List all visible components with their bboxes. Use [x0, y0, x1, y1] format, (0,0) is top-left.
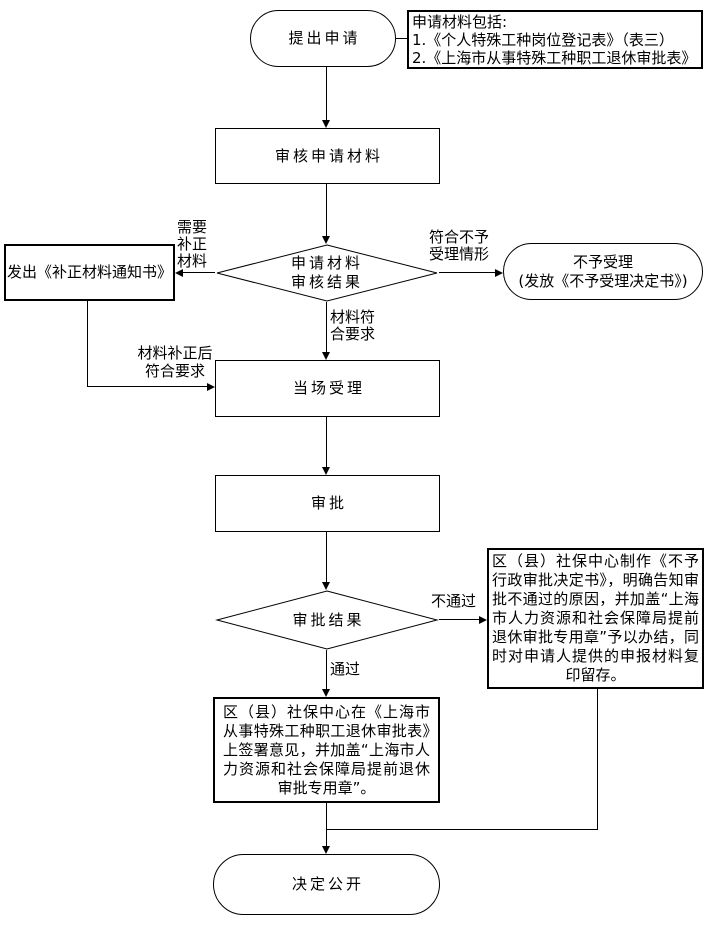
connector-onsite-to-approve [326, 417, 327, 467]
arrowhead-into-approve-decision [322, 582, 330, 590]
connector-correction-down [87, 301, 88, 386]
reject-node-title: 不予受理 [572, 252, 633, 271]
arrowhead-into-onsite-left [207, 383, 215, 391]
arrowhead-into-onsite-top [322, 352, 330, 360]
approve-detail-text: 区（县）社保中心在《上海市从事特殊工种职工退休审批表》上签署意见，并加盖“上海市… [223, 702, 430, 797]
decision-diamond-outline [215, 590, 439, 650]
publish-node-label: 决定公开 [291, 875, 364, 893]
arrowhead-into-reject [495, 269, 503, 277]
onsite-accept-node: 当场受理 [215, 360, 440, 417]
edge-label-corrected-ok: 材料补正后符合要求 [137, 344, 213, 380]
connector-decision-to-reject [439, 272, 495, 273]
edge-label-need-correction: 需要补正材料 [177, 218, 208, 270]
materials-note-line-2: 1.《个人特殊工种岗位登记表》（表三） [412, 31, 674, 49]
start-node: 提出申请 [250, 10, 396, 67]
edge-label-pass: 通过 [330, 660, 361, 678]
reject-detail-node: 区（县）社保中心制作《不予行政审批决定书》，明确告知审批不通过的原因，并加盖“上… [487, 548, 704, 689]
arrowhead-into-approve-detail [322, 689, 330, 697]
connector-review-to-decision [326, 184, 327, 236]
connector-approve-to-decision [326, 532, 327, 582]
reject-node: 不予受理 (发放《不予受理决定书》) [503, 243, 703, 300]
review-result-decision: 申请材料审核结果 [215, 244, 439, 302]
edge-label-materials-ok: 材料符合要求 [330, 308, 376, 343]
connector-reject-detail-down [597, 689, 598, 829]
approve-label: 审批 [310, 494, 347, 512]
arrowhead-into-reject-detail [479, 616, 487, 624]
review-result-label: 申请材料审核结果 [290, 254, 363, 291]
arrowhead-into-approve [322, 467, 330, 475]
reject-detail-text: 区（县）社保中心制作《不予行政审批决定书》，明确告知审批不通过的原因，并加盖“上… [492, 552, 699, 684]
connector-into-publish [326, 830, 327, 846]
arrowhead-into-correction [175, 269, 183, 277]
approve-detail-node: 区（县）社保中心在《上海市从事特殊工种职工退休审批表》上签署意见，并加盖“上海市… [213, 697, 440, 803]
review-materials-node: 审核申请材料 [215, 128, 440, 184]
connector-decision-to-reject-detail [439, 619, 479, 620]
edge-label-not-pass: 不通过 [431, 592, 477, 610]
arrowhead-into-publish [322, 846, 330, 854]
materials-note-line-3: 2.《上海市从事特殊工种职工退休审批表》 [412, 49, 697, 67]
edge-label-meets-rejection: 符合不予受理情形 [429, 228, 490, 263]
reject-node-subtitle: (发放《不予受理决定书》) [518, 271, 688, 290]
connector-correction-right [87, 386, 207, 387]
approve-result-label: 审批结果 [292, 610, 365, 629]
arrowhead-into-review [322, 120, 330, 128]
connector-decision-to-onsite [326, 302, 327, 352]
connector-decision-to-approve-detail [326, 650, 327, 689]
correction-notice-label: 发出《补正材料通知书》 [6, 263, 172, 281]
connector-start-to-review [326, 67, 327, 120]
materials-note-line-1: 申请材料包括: [412, 13, 508, 31]
arrowhead-into-review-decision [322, 236, 330, 244]
approve-result-decision: 审批结果 [215, 590, 439, 650]
connector-approve-detail-down [326, 803, 327, 829]
connector-merge-horizontal [326, 829, 598, 830]
correction-notice-node: 发出《补正材料通知书》 [4, 244, 175, 301]
start-node-label: 提出申请 [288, 29, 361, 47]
connector-decision-to-correction [183, 272, 215, 273]
application-materials-note: 申请材料包括: 1.《个人特殊工种岗位登记表》（表三） 2.《上海市从事特殊工种… [407, 10, 703, 69]
publish-node: 决定公开 [213, 854, 440, 915]
review-materials-label: 审核申请材料 [274, 146, 383, 165]
onsite-accept-label: 当场受理 [292, 379, 365, 397]
decision-diamond-outline [216, 244, 438, 302]
connector-start-to-note [396, 38, 407, 39]
approve-node: 审批 [215, 475, 440, 532]
